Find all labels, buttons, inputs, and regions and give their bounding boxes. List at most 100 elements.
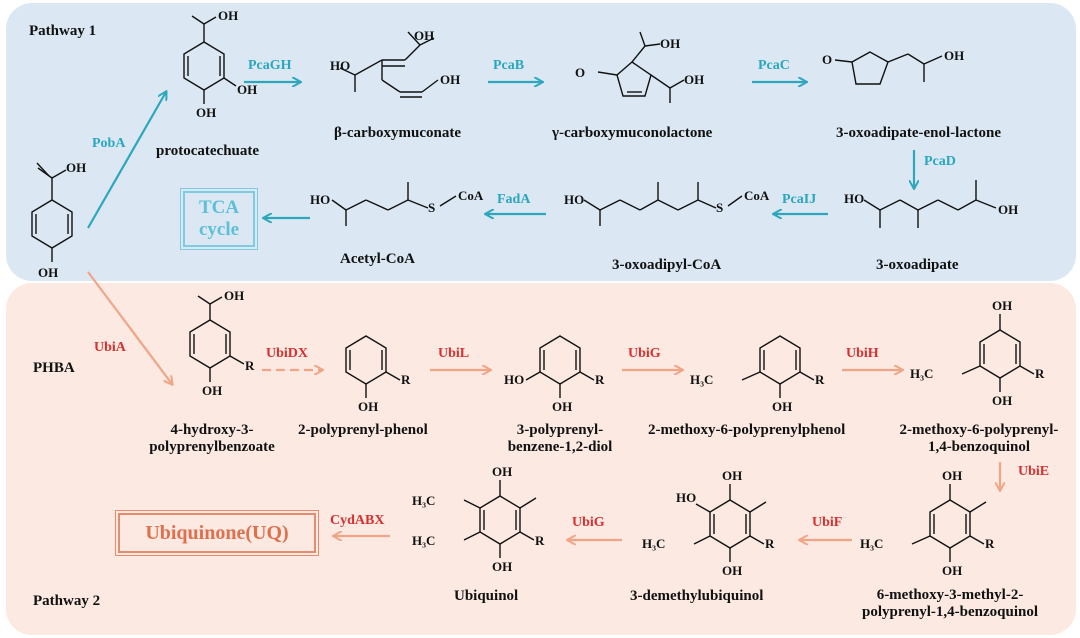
label-line: polyprenylbenzoate — [149, 439, 275, 455]
atom-label: OH — [38, 265, 58, 280]
atom-label: R — [401, 372, 411, 387]
methyl-benzoquinol-structure — [911, 484, 987, 562]
enzyme-ubil: UbiL — [438, 346, 470, 361]
atom-label: OH — [237, 82, 257, 97]
atom-label: HO — [310, 192, 330, 207]
tca-cycle-box: TCA cycle — [180, 188, 258, 250]
enzyme-pcagh: PcaGH — [248, 58, 292, 73]
atom-label: S — [716, 200, 723, 215]
compound-g-carboxymuconolactone: γ-carboxymuconolactone — [552, 125, 713, 141]
atom-label: OH — [66, 160, 86, 175]
compound-demethylubiquinol: 3-demethylubiquinol — [630, 588, 764, 604]
pathway1-label: Pathway 1 — [29, 23, 97, 39]
atom-label: H₃C — [690, 372, 713, 387]
tca-line: TCA — [198, 197, 240, 218]
b-carboxymuconate-structure — [339, 31, 439, 98]
arrow-poba — [87, 92, 166, 229]
demethylubiquinol-structure — [693, 484, 767, 562]
acetyl-coa-structure — [331, 182, 457, 226]
atom-label: R — [595, 372, 605, 387]
atom-label: S — [428, 200, 435, 215]
compound-methoxy-polyprenylphenol: 2-methoxy-6-polyprenylphenol — [648, 422, 846, 438]
atom-label: H₃C — [412, 493, 435, 508]
atom-label: OH — [942, 563, 962, 578]
atom-label: OH — [492, 464, 512, 479]
enzyme-ubia: UbiA — [94, 340, 126, 355]
arrow-ubia — [87, 271, 172, 384]
tca-line: cycle — [198, 219, 240, 240]
atom-label: HO — [676, 490, 696, 505]
enzyme-ubig-1: UbiG — [628, 346, 661, 361]
atom-label: R — [1035, 366, 1045, 381]
atom-label: R — [765, 536, 775, 551]
atom-label: HO — [844, 191, 864, 206]
atom-label: HO — [504, 372, 524, 387]
atom-label: OH — [414, 28, 434, 43]
enzyme-ubif: UbiF — [812, 515, 843, 530]
atom-label: OH — [224, 288, 244, 303]
atom-label: OH — [358, 399, 378, 414]
atom-label: OH — [772, 399, 792, 414]
enzyme-ubie: UbiE — [1018, 464, 1050, 479]
compound-oxoadipyl-coa: 3-oxoadipyl-CoA — [612, 257, 722, 273]
label-line: polyprenyl-1,4-benzoquinol — [861, 604, 1038, 620]
atom-label: OH — [684, 72, 704, 87]
pathway1-panel — [6, 3, 1076, 281]
atom-label: OH — [722, 563, 742, 578]
enzyme-fada: FadA — [497, 192, 531, 207]
oxoadipate-structure — [863, 180, 997, 228]
phba-label: PHBA — [33, 360, 75, 376]
label-line: benzene-1,2-diol — [507, 439, 613, 455]
label-line: 2-methoxy-6-polyprenyl- — [899, 422, 1059, 438]
pathway2-label: Pathway 2 — [33, 593, 101, 609]
oxoadipate-enol-lactone-structure — [834, 51, 943, 85]
compound-hydroxy-polyprenylbenzoate: 4-hydroxy-3- polyprenylbenzoate — [146, 422, 278, 456]
methoxy-phenol-structure — [741, 335, 815, 398]
atom-label: H₃C — [910, 366, 933, 381]
compound-methoxy-methyl-polyprenyl-benzoquinol: 6-methoxy-3-methyl-2- polyprenyl-1,4-ben… — [842, 587, 1058, 621]
atom-label: OH — [992, 393, 1012, 408]
compound-protocatechuate: protocatechuate — [156, 143, 260, 159]
atom-label: R — [535, 533, 545, 548]
compound-oxoadipate-enol-lactone: 3-oxoadipate-enol-lactone — [836, 125, 1001, 141]
methoxy-benzoquinol-structure — [961, 314, 1035, 392]
atom-label: R — [815, 372, 825, 387]
atom-label: OH — [942, 468, 962, 483]
compound-acetyl-coa: Acetyl-CoA — [340, 251, 415, 267]
atom-label: O — [575, 65, 585, 80]
atom-label: OH — [218, 8, 238, 23]
ubiquinone-box: Ubiquinone(UQ) — [115, 510, 319, 556]
ubiquinol-structure — [463, 480, 537, 558]
polyprenyl-phenol-structure — [345, 335, 401, 398]
compound-oxoadipate: 3-oxoadipate — [876, 257, 959, 273]
enzyme-poba: PobA — [92, 136, 126, 151]
atom-label: H₃C — [412, 533, 435, 548]
atom-label: H₃C — [642, 536, 665, 551]
atom-label: CoA — [458, 188, 484, 203]
atom-label: R — [245, 358, 255, 373]
benzenediol-structure — [525, 335, 595, 398]
enzyme-ubig-2: UbiG — [572, 515, 605, 530]
pathway2-panel — [6, 283, 1076, 635]
hpb-structure — [189, 295, 245, 382]
compound-polyprenyl-phenol: 2-polyprenyl-phenol — [298, 422, 428, 438]
enzyme-ubidx: UbiDX — [266, 346, 309, 361]
atom-label: R — [985, 536, 995, 551]
atom-label: OH — [992, 298, 1012, 313]
oxoadipyl-coa-structure — [583, 182, 743, 226]
enzyme-pcaij: PcaIJ — [782, 192, 817, 207]
atom-label: OH — [998, 202, 1018, 217]
enzyme-cydabx: CydABX — [330, 513, 385, 528]
atom-label: OH — [492, 559, 512, 574]
atom-label: HO — [564, 192, 584, 207]
compound-polyprenyl-benzenediol: 3-polyprenyl- benzene-1,2-diol — [490, 422, 630, 456]
atom-label: OH — [944, 48, 964, 63]
enzyme-pcad: PcaD — [924, 154, 956, 169]
atom-label: OH — [196, 105, 216, 120]
enzyme-pcab: PcaB — [493, 58, 525, 73]
enzyme-pcac: PcaC — [758, 58, 790, 73]
atom-label: OH — [202, 383, 222, 398]
atom-label: O — [822, 52, 832, 67]
